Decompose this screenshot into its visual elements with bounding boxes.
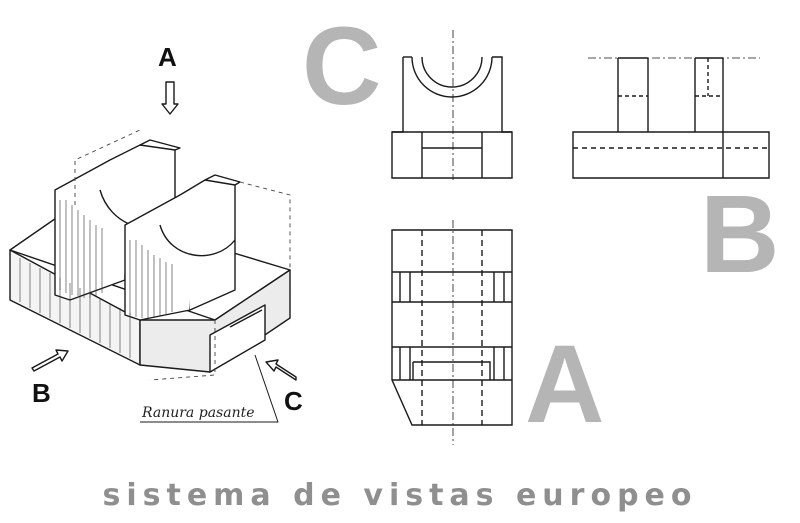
- through-slot: [209, 304, 266, 373]
- arrow-a: [161, 81, 179, 115]
- caption: sistema de vistas europeo: [102, 478, 698, 513]
- callout-leader: [140, 354, 279, 423]
- view-letter-b: B: [700, 173, 780, 296]
- arrow-b: [31, 349, 69, 372]
- view-letter-a: A: [525, 323, 605, 446]
- elevation-view: [391, 30, 513, 180]
- view-letter-c: C: [302, 5, 382, 128]
- arrow-label-c: C: [284, 386, 303, 416]
- arrow-label-b: B: [32, 378, 51, 408]
- arrow-label-a: A: [158, 42, 177, 72]
- plan-view: [391, 220, 513, 445]
- profile-view: [572, 57, 770, 179]
- callout-through-slot: Ranura pasante: [142, 405, 255, 421]
- arrow-c: [265, 359, 297, 381]
